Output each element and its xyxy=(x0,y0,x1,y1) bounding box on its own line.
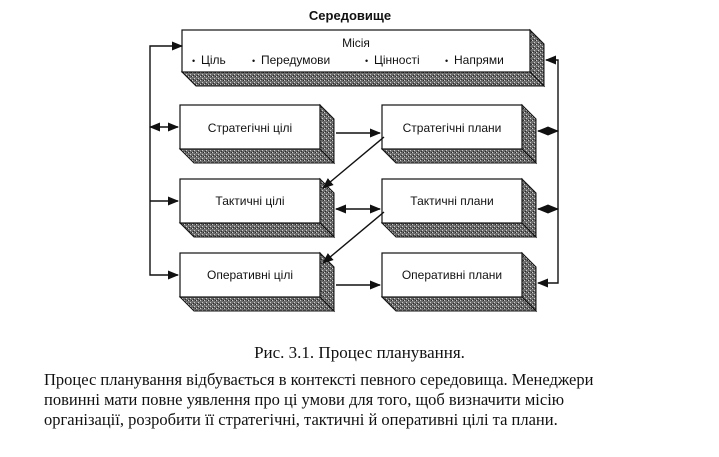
connectors xyxy=(148,41,560,290)
operational-plans-box: Оперативні плани xyxy=(380,251,538,313)
mission-item-directions: Напрями xyxy=(454,53,504,67)
mission-item-values: Цінності xyxy=(374,53,420,67)
left-loop-line xyxy=(149,41,184,280)
right-loop-line xyxy=(536,55,559,288)
arrow-tactical-plans-to-operational-goals xyxy=(322,211,385,264)
strategic-goals-box: Стратегічні цілі xyxy=(178,103,336,165)
bullet-icon: • xyxy=(252,56,255,66)
figure-caption: Рис. 3.1. Процес планування. xyxy=(254,343,465,362)
arrow-strategic-plans-to-tactical-goals xyxy=(322,136,385,189)
mission-item-premises: Передумови xyxy=(261,53,330,67)
paragraph-line: організації, розробити її стратегічні, т… xyxy=(44,410,558,429)
mission-items: • Ціль • Передумови • Цінності • Напрями xyxy=(192,53,504,67)
mission-title: Місія xyxy=(342,36,370,50)
operational-goals-box: Оперативні цілі xyxy=(178,251,336,313)
environment-label: Середовище xyxy=(309,8,391,23)
bullet-icon: • xyxy=(192,56,195,66)
operational-plans-label: Оперативні плани xyxy=(402,268,502,282)
strategic-plans-box: Стратегічні плани xyxy=(380,103,538,165)
tactical-goals-label: Тактичні цілі xyxy=(215,194,284,208)
planning-process-diagram: Середовище Місія • Ціль • Передумови • Ц… xyxy=(148,8,560,313)
description-paragraph: Процес планування відбувається в контекс… xyxy=(44,370,684,430)
bullet-icon: • xyxy=(365,56,368,66)
tactical-plans-label: Тактичні плани xyxy=(410,194,493,208)
strategic-plans-label: Стратегічні плани xyxy=(403,121,502,135)
mission-box: Місія • Ціль • Передумови • Цінності • Н… xyxy=(180,28,546,88)
operational-goals-label: Оперативні цілі xyxy=(207,268,293,282)
paragraph-line: Процес планування відбувається в контекс… xyxy=(44,370,594,389)
tactical-goals-box: Тактичні цілі xyxy=(178,177,336,239)
tactical-plans-box: Тактичні плани xyxy=(380,177,538,239)
strategic-goals-label: Стратегічні цілі xyxy=(208,121,292,135)
paragraph-line: повинні мати повне уявлення про ці умови… xyxy=(44,390,565,409)
mission-item-goal: Ціль xyxy=(201,53,226,67)
bullet-icon: • xyxy=(445,56,448,66)
